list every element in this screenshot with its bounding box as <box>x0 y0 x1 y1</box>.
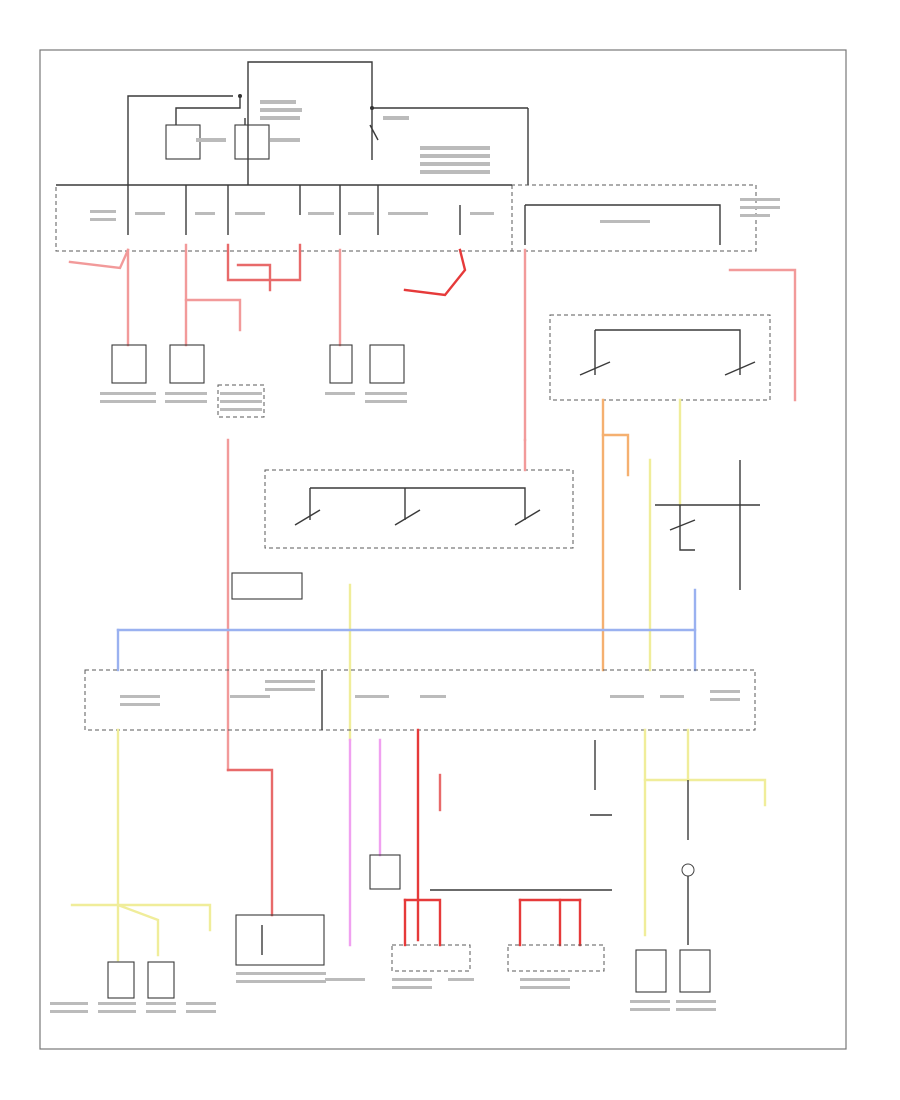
components-row-1 <box>100 344 407 418</box>
ignition-switch-right <box>549 314 771 672</box>
fuse-box-bottom <box>84 669 756 731</box>
bottom-components <box>50 854 716 1013</box>
mid-connectors <box>116 572 697 742</box>
diagram-border <box>39 49 847 1050</box>
top-relay-block <box>127 61 529 185</box>
ignition-switch-middle <box>264 438 760 590</box>
power-feed-wires <box>68 243 797 917</box>
fuse-box-top <box>55 184 780 252</box>
lower-wires <box>70 728 767 962</box>
